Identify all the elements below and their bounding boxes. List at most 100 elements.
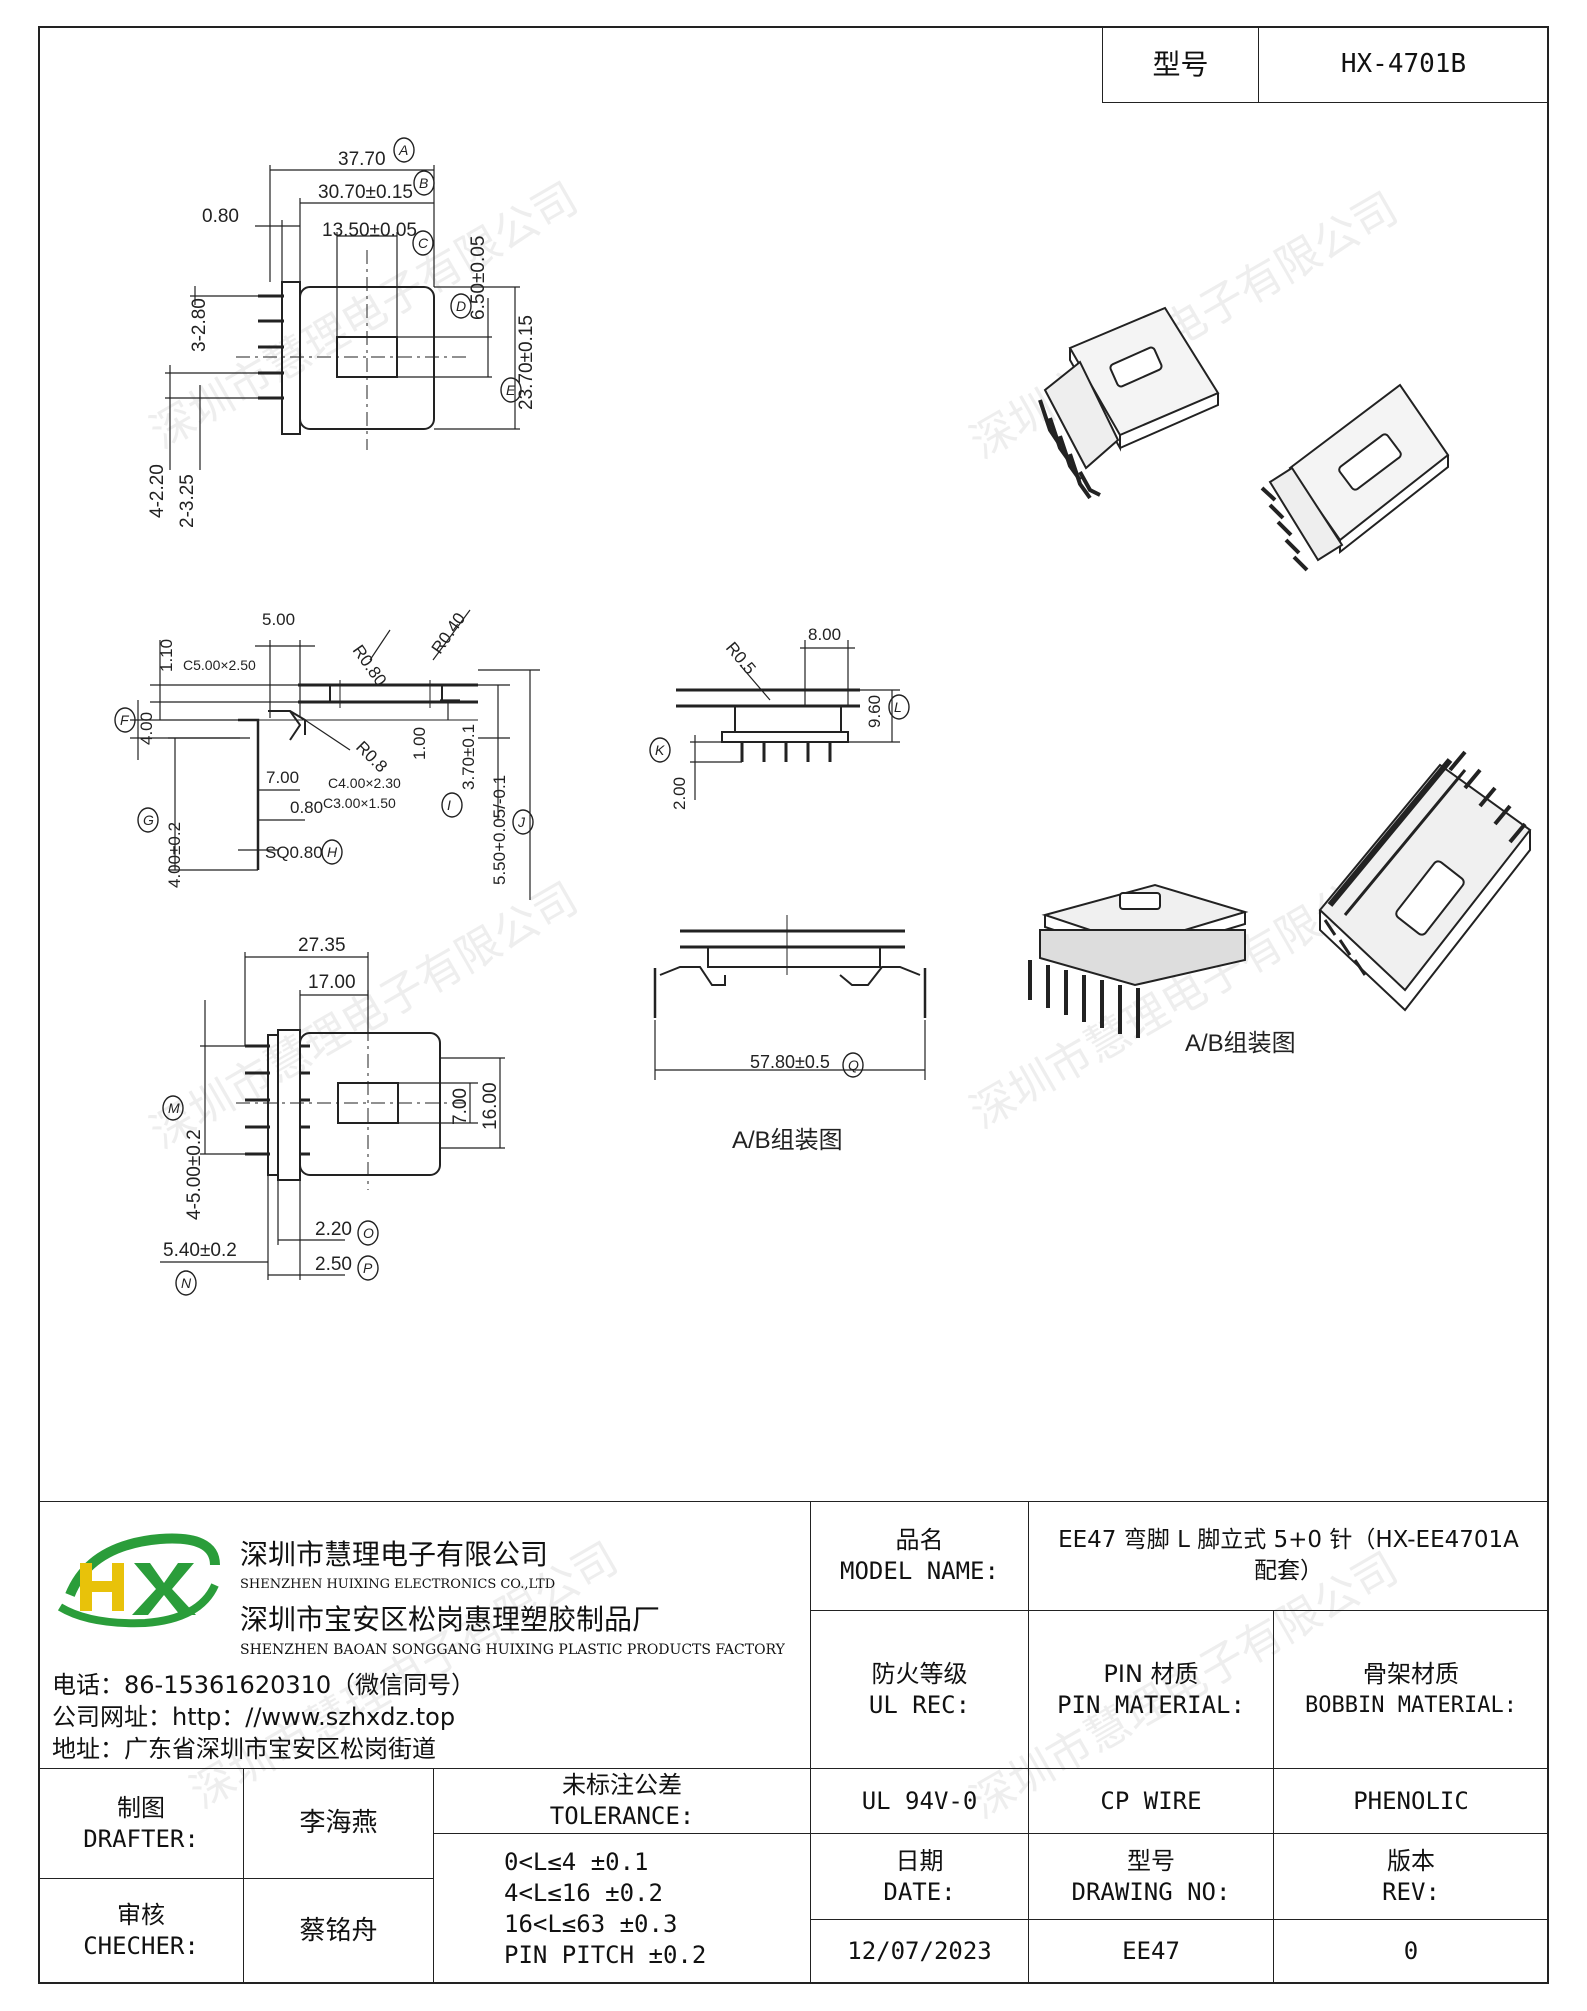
dim-label: SQ0.80 xyxy=(265,843,323,862)
bobbin-material-cn: 骨架材质 xyxy=(1363,1659,1459,1688)
pin-value: CP WIRE xyxy=(1028,1768,1274,1834)
dim-label: 5.00 xyxy=(262,610,295,629)
bobbin-material-label: 骨架材质 BOBBIN MATERIAL: xyxy=(1273,1610,1549,1769)
model-name-value-line: EE47 弯脚 L 脚立式 5+0 针（HX-EE4701A xyxy=(1058,1527,1519,1553)
dim-label: 7.00 xyxy=(450,1088,471,1125)
ul-rec-cn: 防火等级 xyxy=(871,1659,968,1688)
date-en: DATE: xyxy=(883,1877,956,1906)
company-address: 地址：广东省深圳市宝安区松岗街道 xyxy=(52,1735,436,1763)
iso-view-1 xyxy=(1038,306,1220,500)
dim-label: 2-3.25 xyxy=(177,474,198,528)
callout-label: G xyxy=(143,812,154,828)
technical-drawing: 37.70 30.70±0.15 13.50±0.05 0.80 6.50±0.… xyxy=(114,137,1532,1296)
checker-name: 蔡铭舟 xyxy=(243,1878,434,1984)
pin-material-en: PIN MATERIAL: xyxy=(1057,1690,1245,1719)
company-website: 公司网址：http：//www.szhxdz.top xyxy=(52,1703,456,1731)
rev-cn: 版本 xyxy=(1387,1846,1435,1875)
tolerance-line: 4<L≤16 ±0.2 xyxy=(504,1878,663,1907)
callout-label: F xyxy=(120,712,130,728)
drawing-no-cn: 型号 xyxy=(1127,1846,1175,1875)
dim-label: 9.60 xyxy=(865,695,884,728)
callout-label: O xyxy=(363,1225,374,1241)
rev-en: REV: xyxy=(1382,1877,1440,1906)
tolerance-line: 0<L≤4 ±0.1 xyxy=(504,1847,649,1876)
side-view: 5.00 R0.80 R0.40 1.10 C5.00×2.50 4.00 R0… xyxy=(114,609,540,900)
dim-label: 3.70±0.1 xyxy=(459,724,478,790)
ul-value: UL 94V-0 xyxy=(810,1768,1029,1834)
model-name-en: MODEL NAME: xyxy=(840,1557,999,1585)
bottom-view: 27.35 17.00 7.00 16.00 4-5.00±0.2 2.20 2… xyxy=(160,935,505,1296)
dim-label: 16.00 xyxy=(480,1082,501,1130)
callout-label: M xyxy=(168,1100,180,1116)
bobbin-value: PHENOLIC xyxy=(1273,1768,1549,1834)
dim-label: 30.70±0.15 xyxy=(318,182,413,203)
factory-name-cn: 深圳市宝安区松岗惠理塑胶制品厂 xyxy=(240,1603,661,1636)
end-view: R0.5 8.00 9.60 2.00 K L xyxy=(649,625,910,810)
company-logo: HX xyxy=(57,1533,220,1628)
checker-en: CHECHER: xyxy=(83,1932,199,1960)
tolerance-list: 0<L≤4 ±0.1 4<L≤16 ±0.2 16<L≤63 ±0.3 PIN … xyxy=(433,1833,811,1984)
dim-label: R0.8 xyxy=(352,737,391,776)
header-model-value: HX-4701B xyxy=(1258,26,1549,103)
drawing-no-label: 型号 DRAWING NO: xyxy=(1028,1833,1274,1920)
iso-caption: A/B组装图 xyxy=(1185,1030,1296,1057)
dim-label: 1.00 xyxy=(410,727,429,760)
dim-label: 37.70 xyxy=(338,149,386,170)
tolerance-label: 未标注公差 TOLERANCE: xyxy=(433,1768,811,1834)
drafter-label: 制图 DRAFTER: xyxy=(38,1768,244,1879)
dim-label: C3.00×1.50 xyxy=(323,795,396,811)
dim-label: 3-2.80 xyxy=(189,298,210,352)
iso-view-2 xyxy=(1260,383,1450,572)
drafter-en: DRAFTER: xyxy=(83,1824,199,1853)
checker-label: 审核 CHECHER: xyxy=(38,1878,244,1984)
pin-material-cn: PIN 材质 xyxy=(1103,1659,1199,1688)
iso-view-4 xyxy=(1318,750,1532,1012)
drawing-no-value: EE47 xyxy=(1028,1919,1274,1984)
iso-view-3 xyxy=(1028,883,1249,1038)
callout-label: I xyxy=(447,797,451,813)
date-label: 日期 DATE: xyxy=(810,1833,1029,1920)
company-phone: 电话：86-15361620310（微信同号） xyxy=(52,1671,476,1699)
callout-label: Q xyxy=(848,1057,859,1073)
company-name-en: SHENZHEN HUIXING ELECTRONICS CO.,LTD xyxy=(240,1577,556,1592)
dim-label: 57.80±0.5 xyxy=(750,1052,830,1072)
tolerance-line: PIN PITCH ±0.2 xyxy=(504,1940,707,1969)
dim-label: 7.00 xyxy=(266,768,299,787)
dim-label: 2.00 xyxy=(670,777,689,810)
dim-label: R0.80 xyxy=(349,641,391,689)
dim-label: 4-5.00±0.2 xyxy=(184,1129,205,1220)
factory-name-en: SHENZHEN BAOAN SONGGANG HUIXING PLASTIC … xyxy=(240,1642,785,1658)
dim-label: 5.50+0.05/-0.1 xyxy=(490,775,509,885)
dim-label: 2.50 xyxy=(315,1254,352,1275)
top-view: 37.70 30.70±0.15 13.50±0.05 0.80 6.50±0.… xyxy=(147,137,537,528)
dim-label: 0.80 xyxy=(290,798,323,817)
dim-label: 4.00 xyxy=(137,712,156,745)
dim-label: 8.00 xyxy=(808,625,841,644)
dim-label: 5.40±0.2 xyxy=(163,1240,237,1261)
rev-value: 0 xyxy=(1273,1919,1549,1984)
dim-label: 27.35 xyxy=(298,935,346,956)
ul-rec-label: 防火等级 UL REC: xyxy=(810,1610,1029,1769)
callout-label: H xyxy=(327,844,338,860)
callout-label: P xyxy=(363,1260,373,1276)
callout-label: J xyxy=(517,814,526,830)
dim-label: 23.70±0.15 xyxy=(516,315,537,410)
dim-label: 17.00 xyxy=(308,972,356,993)
assembly-side-view: 57.80±0.5 Q A/B组装图 xyxy=(653,915,927,1154)
callout-label: N xyxy=(181,1275,192,1291)
callout-label: E xyxy=(506,382,516,398)
callout-label: L xyxy=(894,699,902,715)
rev-label: 版本 REV: xyxy=(1273,1833,1549,1920)
callout-label: A xyxy=(398,142,408,158)
dim-label: 13.50±0.05 xyxy=(322,220,417,241)
date-value: 12/07/2023 xyxy=(810,1919,1029,1984)
dim-label: 0.80 xyxy=(202,206,239,227)
model-name-label: 品名 MODEL NAME: xyxy=(810,1501,1029,1611)
callout-label: K xyxy=(655,742,665,758)
ul-rec-en: UL REC: xyxy=(868,1690,971,1719)
callout-label: D xyxy=(456,298,466,314)
drawing-no-en: DRAWING NO: xyxy=(1071,1877,1231,1906)
model-name-cn: 品名 xyxy=(895,1526,944,1554)
callout-label: B xyxy=(419,175,428,191)
bobbin-material-en: BOBBIN MATERIAL: xyxy=(1305,1692,1517,1718)
